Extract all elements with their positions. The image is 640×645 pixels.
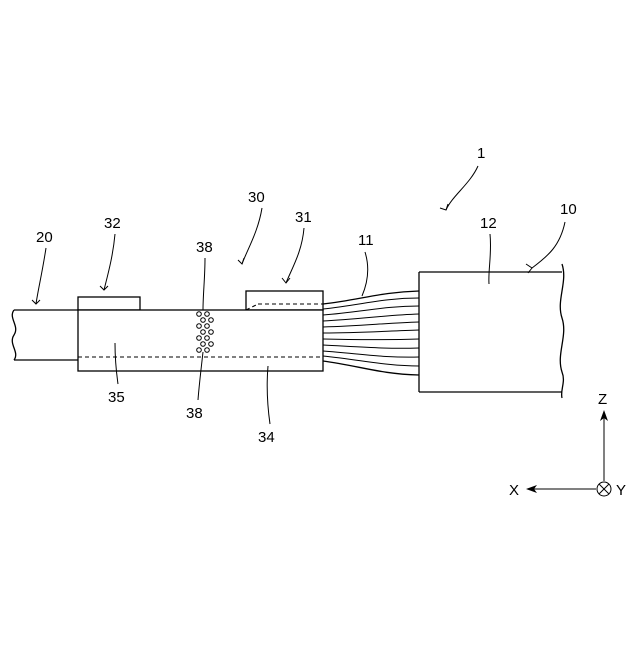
label-35: 35 [108, 389, 125, 406]
label-1: 1 [477, 145, 485, 162]
label-32: 32 [104, 215, 121, 232]
coordinate-axes: Z X Y [509, 391, 626, 499]
conductors-11 [323, 291, 419, 375]
label-11: 11 [358, 232, 374, 249]
axis-y-label: Y [616, 482, 626, 499]
label-20: 20 [36, 229, 53, 246]
label-12: 12 [480, 215, 497, 232]
axis-x-label: X [509, 482, 519, 499]
label-10: 10 [560, 201, 577, 218]
label-38-bottom: 38 [186, 405, 203, 422]
cable-10 [419, 264, 564, 398]
label-31: 31 [295, 209, 312, 226]
axis-z-label: Z [598, 391, 607, 408]
wire-20 [12, 310, 78, 360]
electrode-31 [246, 291, 323, 310]
label-38-top: 38 [196, 239, 213, 256]
label-34: 34 [258, 429, 275, 446]
label-30: 30 [248, 189, 265, 206]
electrode-32 [78, 297, 140, 310]
